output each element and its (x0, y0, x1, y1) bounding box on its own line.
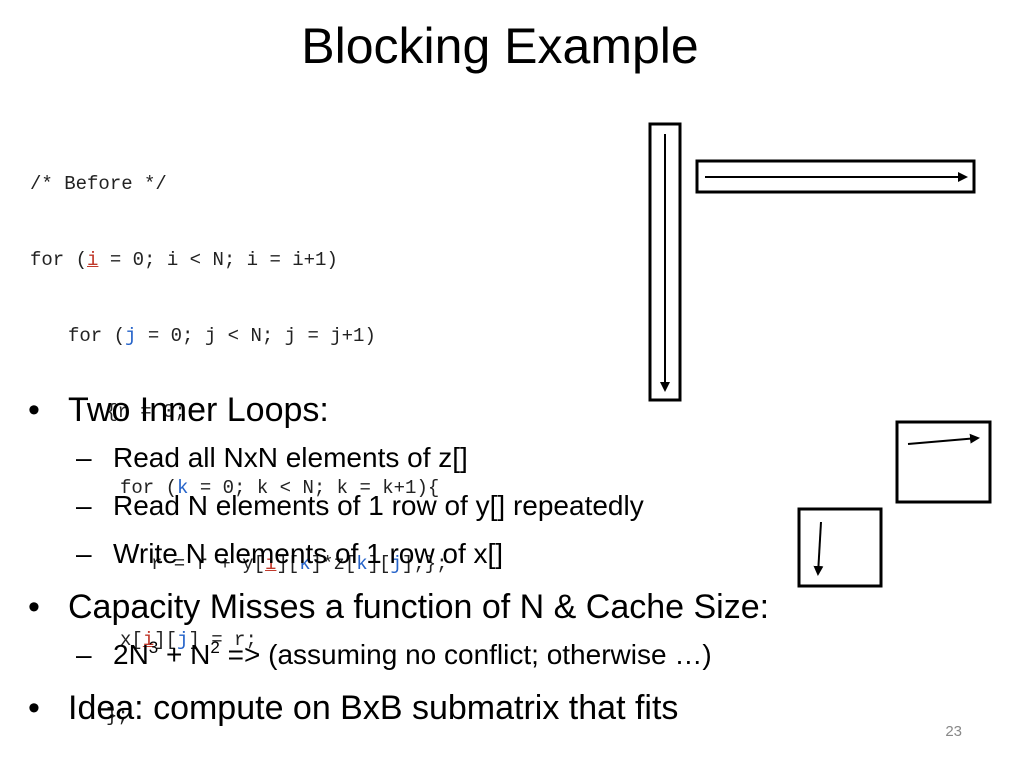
sub-bullet-dash: – (76, 490, 92, 521)
y-row-access (695, 159, 976, 194)
bullet-dot: • (28, 689, 40, 727)
code-text: ][ (276, 553, 300, 575)
comment-text: /* Before */ (30, 173, 167, 195)
y-row-box (695, 159, 976, 194)
index-j: j (177, 629, 189, 651)
z-column-box (648, 122, 682, 402)
index-k: k (356, 553, 368, 575)
index-i: i (142, 629, 155, 651)
formula-text: + N (158, 639, 211, 670)
code-text: ]*z[ (310, 553, 357, 575)
code-comment: /* Before */ (30, 168, 448, 200)
lower-square (797, 507, 883, 588)
code-text: ][ (367, 553, 391, 575)
bullet-list: •Two Inner Loops: –Read all NxN elements… (28, 386, 769, 732)
code-text: = 0; j < N; j = j+1) (136, 325, 376, 347)
sub-bullet-text: Read all NxN elements of z[] (113, 442, 468, 473)
square-box (895, 420, 992, 504)
code-text: x[ (120, 629, 143, 651)
code-text: for ( (120, 477, 178, 499)
bullet-dot: • (28, 588, 40, 626)
sub-bullet-dash: – (76, 538, 92, 569)
sub-bullet-text: Read N elements of 1 row of y[] repeated… (113, 490, 644, 521)
bullet-text: Idea: compute on BxB submatrix that fits (68, 689, 679, 727)
sub-bullet: –Read N elements of 1 row of y[] repeate… (28, 482, 769, 530)
code-text: ];}; (401, 553, 448, 575)
bullet-dot: • (28, 391, 40, 429)
code-listing: /* Before */ for (i = 0; i < N; i = i+1)… (30, 124, 448, 754)
code-init-r: {r = 0; (30, 396, 448, 428)
code-text: = 0; k < N; k = k+1){ (188, 477, 440, 499)
index-i: i (265, 553, 277, 575)
square-arrow (813, 521, 824, 576)
index-k: k (299, 553, 311, 575)
code-loop-j: for (j = 0; j < N; j = j+1) (30, 320, 448, 352)
code-close: }; (30, 700, 448, 732)
slide-title: Blocking Example (301, 18, 699, 74)
page-number: 23 (945, 723, 962, 740)
sub-bullet-dash: – (76, 442, 92, 473)
sub-bullet-text: Write N elements of 1 row of x[] (113, 538, 504, 569)
code-assign: x[i][j] = r; (30, 624, 448, 656)
code-text: r = r + y[ (151, 553, 266, 575)
right-square (895, 420, 992, 504)
loop-var-i: i (87, 249, 99, 271)
bullet-text: Capacity Misses a function of N & Cache … (68, 588, 770, 626)
bullet-capacity: • Capacity Misses a function of N & Cache… (28, 583, 769, 631)
code-text: for ( (30, 249, 88, 271)
code-body: r = r + y[i][k]*z[k][j];}; (30, 548, 448, 580)
code-text: ] = r; (188, 629, 257, 651)
sub-bullet-formula: –2N3 + N2 => (assuming no conflict; othe… (28, 631, 769, 679)
loop-var-k: k (177, 477, 189, 499)
code-loop-k: for (k = 0; k < N; k = k+1){ (30, 472, 448, 504)
formula-exponent: 3 (148, 638, 159, 657)
formula-exponent: 2 (210, 638, 220, 657)
code-text: }; (106, 705, 129, 727)
code-text: ][ (154, 629, 178, 651)
sub-bullet: –Read all NxN elements of z[] (28, 434, 769, 482)
code-text: {r = 0; (106, 401, 186, 423)
sub-bullet-dash: – (76, 639, 92, 670)
bullet-idea: • Idea: compute on BxB submatrix that fit… (28, 684, 769, 732)
code-text: = 0; i < N; i = i+1) (98, 249, 338, 271)
formula-text: 2N (113, 639, 149, 670)
formula-text: => (assuming no conflict; otherwise …) (219, 639, 712, 670)
bullet-text: Two Inner Loops: (68, 391, 329, 429)
sub-bullet: –Write N elements of 1 row of x[] (28, 530, 769, 578)
index-j: j (390, 553, 402, 575)
z-column-access (648, 122, 682, 402)
bullet-inner-loops: • Two Inner Loops: (28, 386, 769, 434)
code-loop-i: for (i = 0; i < N; i = i+1) (30, 244, 448, 276)
loop-var-j: j (125, 325, 137, 347)
square-arrow (907, 433, 980, 445)
square-box (797, 507, 883, 588)
code-text: for ( (68, 325, 126, 347)
